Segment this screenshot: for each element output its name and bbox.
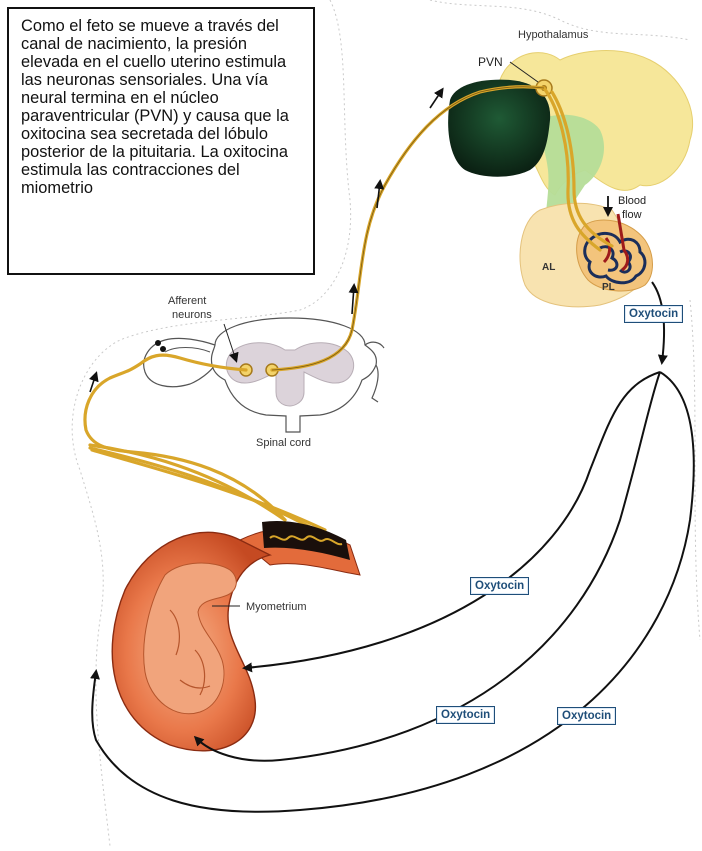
blood-flow-label-2: flow: [622, 209, 642, 221]
arrow-to-myometrium: [245, 372, 660, 668]
oxytocin-box-lower-left: Oxytocin: [436, 706, 495, 724]
al-label: AL: [542, 262, 555, 273]
dark-green-region: [448, 80, 550, 177]
caption-box: Como el feto se mueve a través del canal…: [7, 7, 315, 275]
dorsal-root-inner: [165, 348, 210, 353]
ganglion-dot-1: [155, 340, 161, 346]
ganglion-dot-2: [160, 346, 166, 352]
spinal-cord-label: Spinal cord: [256, 437, 311, 449]
oxytocin-box-lower-right: Oxytocin: [557, 707, 616, 725]
oxytocin-box-middle: Oxytocin: [470, 577, 529, 595]
uterus-group: [112, 521, 360, 751]
afferent-label-2: neurons: [172, 309, 212, 321]
hypothalamus-label: Hypothalamus: [518, 29, 589, 41]
oxytocin-box-pituitary: Oxytocin: [624, 305, 683, 323]
pvn-label: PVN: [478, 55, 503, 69]
afferent-label-1: Afferent: [168, 295, 206, 307]
spinal-cord-group: [144, 318, 384, 432]
pl-label: PL: [602, 282, 615, 293]
hypothalamus-group: [448, 51, 692, 307]
myometrium-label: Myometrium: [246, 601, 307, 613]
blood-flow-label-1: Blood: [618, 195, 646, 207]
